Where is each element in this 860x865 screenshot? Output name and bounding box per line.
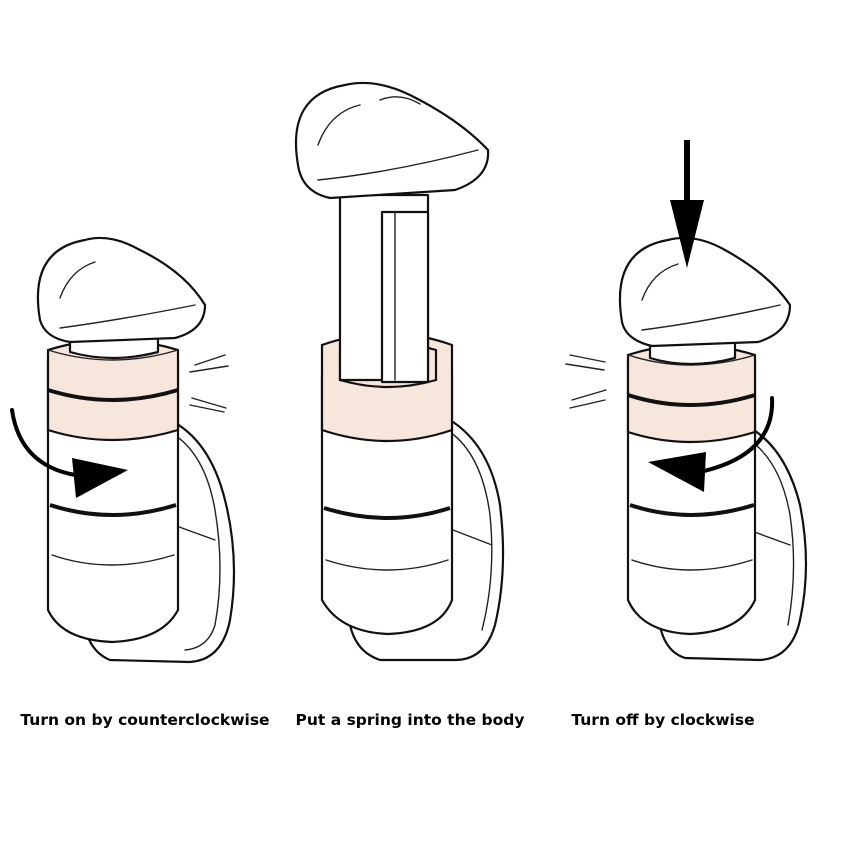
caption-turn-off: Turn off by clockwise xyxy=(571,711,755,729)
pump-2-body xyxy=(320,373,454,636)
pump-2-head xyxy=(294,81,490,200)
caption-turn-on: Turn on by counterclockwise xyxy=(20,711,270,729)
pump-3-head xyxy=(618,236,792,348)
pump-3 xyxy=(565,140,808,662)
pump-2 xyxy=(294,81,505,662)
rotate-arrow-icon xyxy=(10,408,77,477)
press-down-arrow-icon xyxy=(670,140,704,268)
pump-1 xyxy=(10,236,236,664)
caption-put-spring: Put a spring into the body xyxy=(295,711,525,729)
rotate-arrow-icon-2 xyxy=(698,396,775,474)
pump-1-head xyxy=(36,236,207,344)
